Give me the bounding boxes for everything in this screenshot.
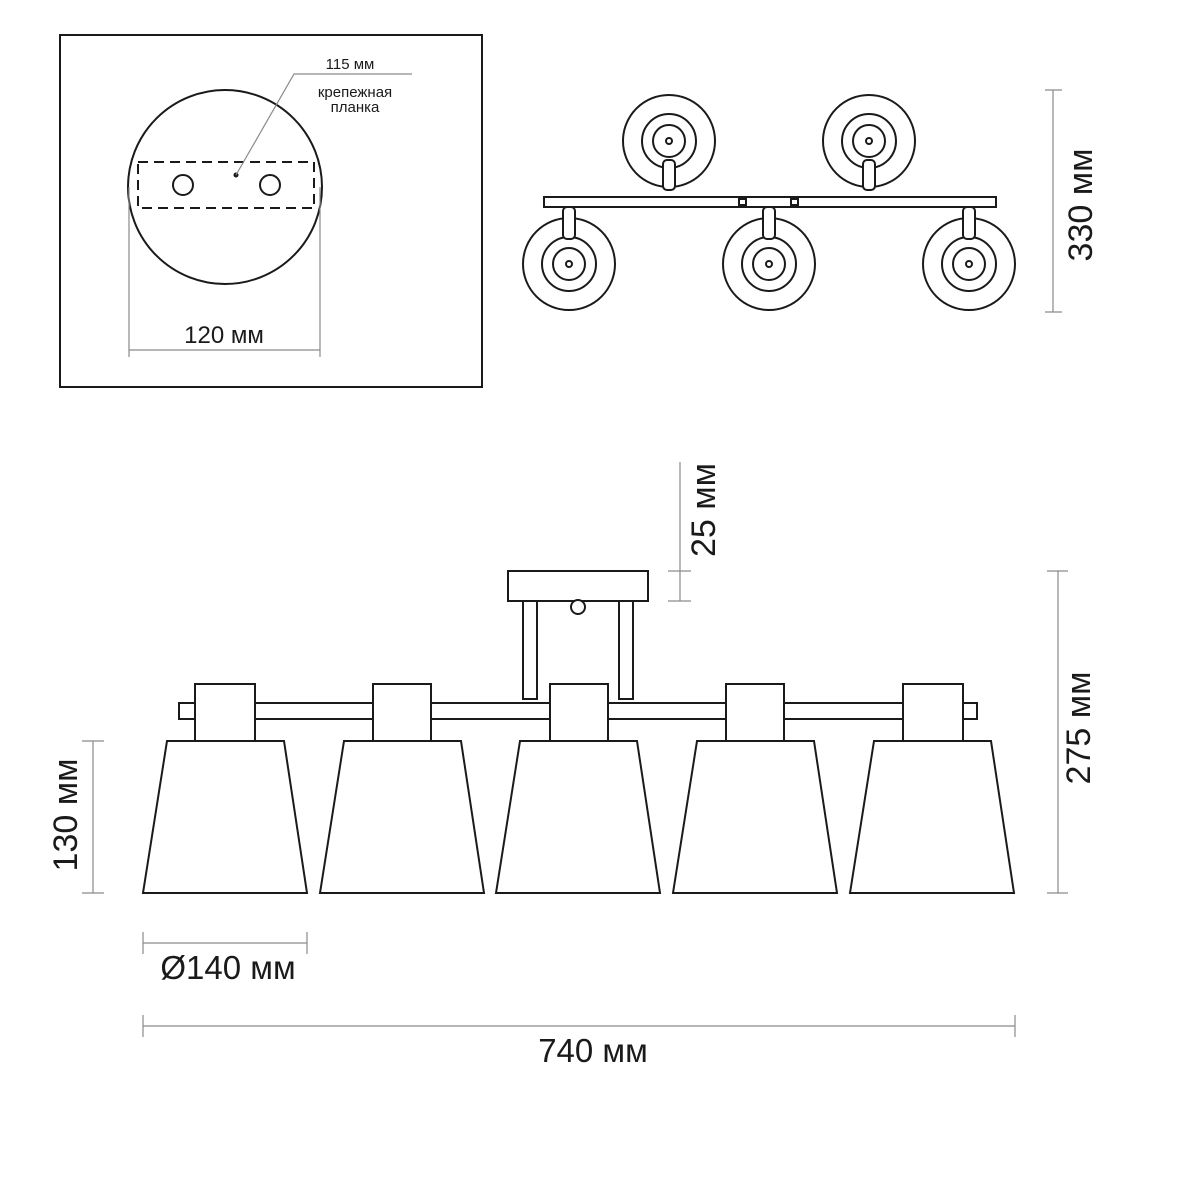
shade-side-5 bbox=[848, 740, 1016, 894]
mount-view: 115 мм крепежная планка 120 мм bbox=[59, 34, 483, 388]
shade-top-2 bbox=[822, 94, 916, 191]
stem-right bbox=[618, 600, 634, 700]
label-120: 120 мм bbox=[184, 322, 264, 349]
shade-side-3 bbox=[494, 740, 662, 894]
stem-left bbox=[522, 600, 538, 700]
top-view-arm bbox=[543, 196, 997, 208]
mounting-bar-dashed bbox=[137, 161, 315, 209]
leader-line bbox=[235, 73, 412, 176]
shade-bottom-1 bbox=[522, 206, 616, 311]
side-view: 25 мм 275 мм 130 мм Ø140 мм 740 мм bbox=[47, 462, 1098, 1069]
canopy-plate bbox=[507, 570, 649, 602]
holder-4 bbox=[725, 683, 785, 742]
canopy-screw bbox=[570, 599, 586, 615]
mount-hole-left bbox=[172, 174, 194, 196]
label-mounting-bar-line1: крепежная bbox=[318, 84, 392, 101]
label-330: 330 мм bbox=[1062, 149, 1100, 262]
holder-2 bbox=[372, 683, 432, 742]
shade-bottom-3 bbox=[922, 206, 1016, 311]
canopy-circle bbox=[127, 89, 323, 285]
shade-bottom-2 bbox=[722, 206, 816, 311]
holder-1 bbox=[194, 683, 256, 742]
shade-top-1 bbox=[622, 94, 716, 191]
top-view: 330 мм bbox=[522, 89, 1100, 313]
label-mounting-bar-line2: планка bbox=[331, 99, 380, 116]
holder-3 bbox=[549, 683, 609, 742]
label-275: 275 мм bbox=[1060, 672, 1098, 785]
label-25: 25 мм bbox=[685, 463, 723, 557]
holder-5 bbox=[902, 683, 964, 742]
mount-view-frame bbox=[59, 34, 483, 388]
label-140: Ø140 мм bbox=[160, 949, 295, 986]
shade-side-4 bbox=[671, 740, 839, 894]
arm-screw-right bbox=[790, 198, 799, 206]
label-740: 740 мм bbox=[538, 1032, 648, 1069]
arm-screw-left bbox=[738, 198, 747, 206]
shade-side-2 bbox=[318, 740, 486, 894]
label-115: 115 мм bbox=[326, 56, 375, 73]
shade-side-1 bbox=[141, 740, 309, 894]
label-130: 130 мм bbox=[47, 759, 85, 872]
mount-hole-right bbox=[259, 174, 281, 196]
